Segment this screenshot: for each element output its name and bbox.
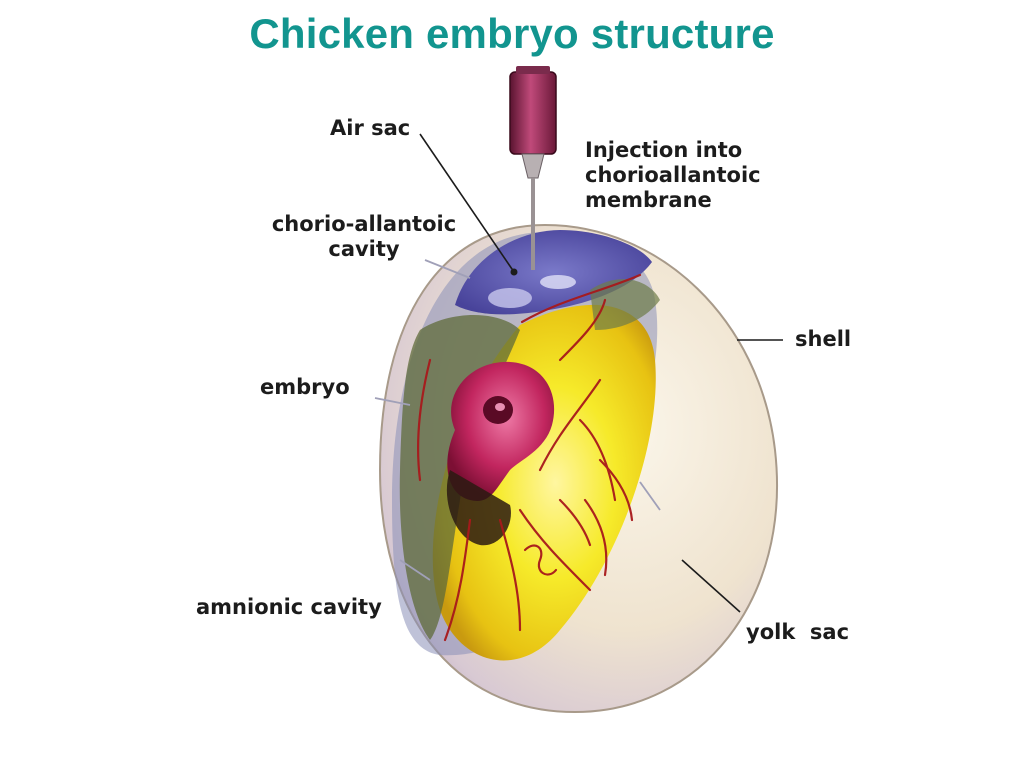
air-sac-highlight-2	[540, 275, 576, 289]
embryo	[447, 361, 555, 501]
leader-lines	[419, 133, 783, 613]
label-chorio-line-1: chorio-allantoic	[271, 212, 457, 236]
label-embryo: embryo	[260, 375, 350, 399]
embryo-eye-highlight	[495, 403, 505, 411]
allantois-band	[590, 279, 660, 330]
page-title: Chicken embryo structure	[249, 10, 775, 57]
pointer-lines	[374, 259, 661, 581]
label-injection-line-2: chorioallantoic	[585, 163, 761, 187]
embryo-body	[446, 470, 511, 546]
label-yolk-sac: yolk sac	[746, 620, 850, 644]
blood-vessels	[416, 273, 642, 642]
label-chorio-allantoic-cavity: chorio-allantoic cavity	[258, 212, 470, 262]
label-shell: shell	[795, 327, 852, 351]
label-amnionic-cavity: amnionic cavity	[196, 595, 382, 619]
label-injection: Injection into chorioallantoic membrane	[585, 138, 761, 213]
syringe	[509, 66, 557, 270]
label-injection-line-3: membrane	[585, 188, 712, 212]
label-chorio-line-2: cavity	[328, 237, 400, 261]
label-air-sac: Air sac	[330, 116, 411, 140]
air-sac-highlight	[488, 288, 532, 308]
label-injection-line-1: Injection into	[585, 138, 743, 162]
